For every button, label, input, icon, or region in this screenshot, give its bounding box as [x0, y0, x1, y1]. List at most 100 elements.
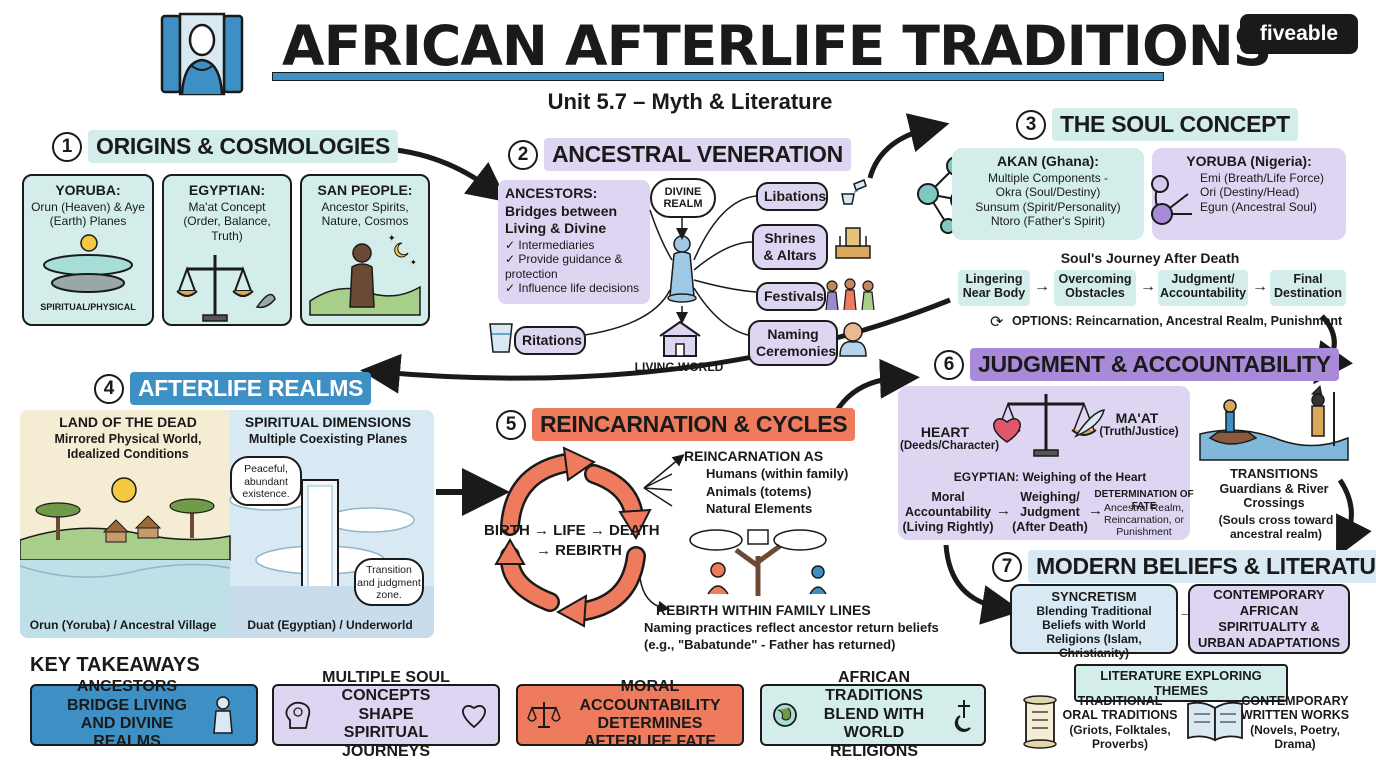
heart-icon: [993, 418, 1021, 443]
transitions-sub: (Souls cross toward ancestral realm): [1218, 513, 1334, 541]
reincarnation-as-item: Humans (within family): [706, 466, 849, 481]
living-world-label: LIVING WORLD: [634, 360, 724, 374]
baby-icon: [839, 322, 867, 357]
section-2-number: 2: [508, 139, 538, 170]
section-4-header: 4 AFTERLIFE REALMS: [94, 372, 372, 405]
syncretism-box: SYNCRETISM Blending Traditional Beliefs …: [1010, 584, 1178, 660]
section-5-number: 5: [496, 409, 526, 440]
planes-icon: [43, 234, 133, 293]
open-book-icon: [1187, 701, 1243, 742]
family-lines-title: REBIRTH WITHIN FAMILY LINES: [656, 602, 871, 618]
contemporary-box: CONTEMPORARY AFRICAN SPIRITUALITY & URBA…: [1188, 584, 1350, 654]
divine-realm-cloud: DIVINE REALM: [650, 178, 716, 218]
yoruba-item: Emi (Breath/Life Force): [1200, 170, 1325, 185]
journey-step-1: Lingering Near Body: [958, 270, 1030, 306]
weighing-judgment: Weighing/ Judgment (After Death): [1012, 490, 1088, 534]
origin-card-caption: SPIRITUAL/PHYSICAL: [40, 301, 136, 312]
heart-sub: (Deeds/Character): [900, 440, 1000, 452]
river-crossing-icon: [1199, 384, 1349, 461]
judgment-panel: [898, 386, 1190, 540]
journey-arrow: →: [1252, 278, 1268, 295]
origin-card-title: YORUBA:: [55, 182, 121, 198]
takeaway-2: MULTIPLE SOUL CONCEPTS SHAPE SPIRITUAL J…: [272, 669, 500, 760]
akan-sub: Multiple Components -: [987, 170, 1109, 185]
section-4-title: AFTERLIFE REALMS: [130, 372, 372, 405]
syncretism-text: Blending Traditional Beliefs with World …: [1036, 604, 1152, 660]
arrow-6-to-7: [943, 544, 1022, 625]
takeaway-3: MORAL ACCOUNTABILITY DETERMINES AFTERLIF…: [516, 678, 744, 750]
yoruba-title: YORUBA (Nigeria):: [1186, 153, 1312, 169]
brand-logo: fiveable: [1240, 14, 1358, 54]
ancestors-bullet: ✓ Influence life decisions: [505, 281, 640, 296]
written-works-text: (Novels, Poetry, Drama): [1250, 723, 1340, 751]
ancestors-title: ANCESTORS: Bridges between Living & Divi…: [505, 185, 618, 236]
journey-step-3: Judgment/ Accountability: [1158, 270, 1248, 306]
ancestors-bullet: ✓ Intermediaries: [505, 237, 595, 252]
ancestors-box: ANCESTORS: Bridges between Living & Divi…: [498, 180, 650, 304]
scroll-icon: [1023, 695, 1057, 749]
caption-duat: Duat (Egyptian) / Underworld: [247, 618, 413, 632]
ancestor-door-icon: [160, 12, 244, 96]
practice-shrines: Shrines & Altars: [752, 224, 828, 270]
takeaway-1-text: ANCESTORS BRIDGE LIVING AND DIVINE REALM…: [66, 678, 187, 751]
yoruba-box: YORUBA (Nigeria): Emi (Breath/Life Force…: [1152, 148, 1346, 240]
cycle-line-2: → REBIRTH: [536, 542, 622, 559]
journey-arrow: →: [1140, 278, 1156, 295]
reincarnation-as-item: Natural Elements: [706, 501, 813, 516]
akan-item: Sunsum (Spirit/Personality): [975, 199, 1121, 214]
brand-name: fiveable: [1259, 22, 1339, 45]
subtitle: Unit 5.7 – Myth & Literature: [547, 89, 833, 114]
altar-icon: [835, 227, 871, 259]
reincarnation-as-title: REINCARNATION AS: [684, 448, 824, 464]
scales-feather-icon: [176, 255, 276, 323]
section-4-number: 4: [94, 373, 124, 404]
svg-text:✦: ✦: [410, 258, 417, 267]
options-icon: ⟳: [990, 314, 1004, 331]
soul-journey-title: Soul's Journey After Death: [1060, 250, 1240, 266]
transitions-title: TRANSITIONS: [1229, 466, 1319, 481]
header-icon-figure: [158, 10, 246, 96]
practice-ritations: Ritations: [514, 326, 586, 355]
section-5-title: REINCARNATION & CYCLES: [532, 408, 856, 441]
origin-card-text: Ma'at Concept (Order, Balance, Truth): [183, 199, 271, 243]
section-3-header: 3 THE SOUL CONCEPT: [1016, 108, 1298, 141]
ancestor-figure-icon: [213, 696, 233, 734]
akan-item: Okra (Soul/Destiny): [995, 185, 1101, 200]
takeaway-4-text: AFRICAN TRADITIONS BLEND WITH WORLD RELI…: [823, 669, 925, 760]
family-lines-example: (e.g., "Babatunde" - Father has returned…: [644, 637, 896, 652]
oral-traditions-text: (Griots, Folktales, Proverbs): [1069, 723, 1171, 751]
yoruba-soul-nodes-icon: [1151, 175, 1192, 225]
origin-card-egyptian: EGYPTIAN: Ma'at Concept (Order, Balance,…: [162, 174, 292, 326]
house-icon: [659, 320, 701, 357]
arrow-3-to-4: [360, 297, 951, 394]
takeaway-2-text: MULTIPLE SOUL CONCEPTS SHAPE SPIRITUAL J…: [322, 669, 450, 760]
svg-text:✦: ✦: [388, 233, 396, 243]
cross-crescent-icon: [954, 700, 971, 732]
arrow-trans-to-7: [1336, 478, 1372, 558]
origin-card-title: EGYPTIAN:: [188, 182, 266, 198]
journey-arrow: →: [1034, 278, 1050, 295]
judgment-arrow: →: [1088, 502, 1103, 519]
akan-box: AKAN (Ghana): Multiple Components - Okra…: [952, 148, 1144, 240]
takeaway-1: ANCESTORS BRIDGE LIVING AND DIVINE REALM…: [30, 678, 258, 750]
divine-realm-label: DIVINE REALM: [663, 185, 703, 210]
reincarnation-branch-lines: [639, 454, 685, 613]
origin-card-yoruba: YORUBA: Orun (Heaven) & Aye (Earth) Plan…: [22, 174, 154, 326]
transitions-text: Guardians & River Crossings: [1219, 482, 1329, 511]
maat-sub: (Truth/Justice): [1099, 426, 1179, 438]
page-title: AFRICAN AFTERLIFE TRADITIONS: [282, 14, 1272, 78]
weighing-heart-label: EGYPTIAN: Weighing of the Heart: [953, 470, 1147, 484]
section-1-number: 1: [52, 131, 82, 162]
written-works-title: CONTEMPORARY WRITTEN WORKS: [1240, 694, 1350, 723]
bubble-transition: Transition and judgment zone.: [354, 558, 424, 606]
origin-card-text: Ancestor Spirits, Nature, Cosmos: [321, 199, 409, 229]
title-underline: [272, 72, 1164, 81]
feather-icon: [1074, 409, 1106, 438]
section-7-header: 7 MODERN BELIEFS & LITERATURE: [992, 550, 1376, 583]
practice-libations: Libations: [756, 182, 828, 211]
section-7-title: MODERN BELIEFS & LITERATURE: [1028, 550, 1376, 583]
section-2-header: 2 ANCESTRAL VENERATION: [508, 138, 851, 171]
ancestor-nature-icon: ✦ ✦: [309, 233, 421, 316]
land-of-dead-text: Mirrored Physical World, Idealized Condi…: [54, 432, 202, 461]
bubble-peaceful: Peaceful, abundant existence.: [230, 456, 302, 506]
